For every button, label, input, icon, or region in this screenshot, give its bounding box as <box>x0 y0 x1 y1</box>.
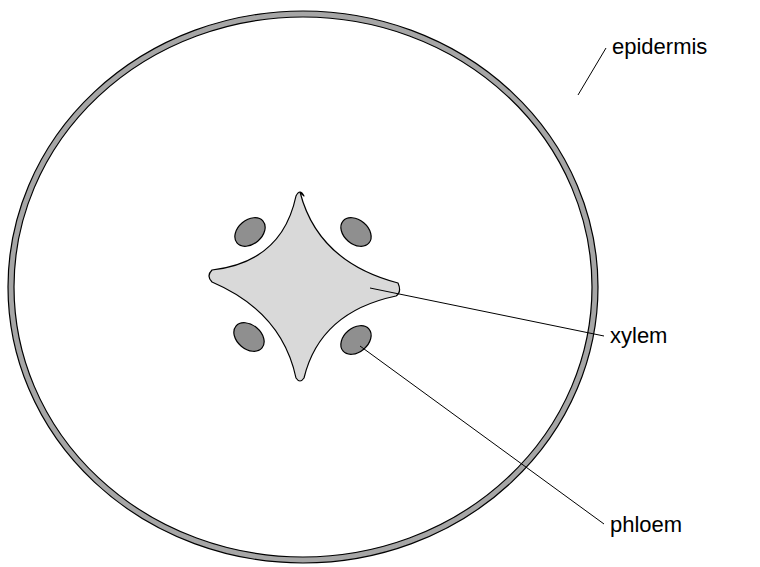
part-label: epidermis <box>612 36 707 58</box>
leader-line <box>360 346 604 524</box>
epidermis-layer <box>8 11 598 563</box>
phloem-patch <box>229 212 270 252</box>
leader-line <box>370 288 604 336</box>
part-label: phloem <box>610 514 682 536</box>
phloem-patch <box>335 212 376 252</box>
cortex <box>14 17 592 557</box>
phloem-patch <box>228 317 269 357</box>
leader-line <box>578 48 606 95</box>
part-label: xylem <box>610 325 667 347</box>
xylem-star <box>209 192 400 381</box>
